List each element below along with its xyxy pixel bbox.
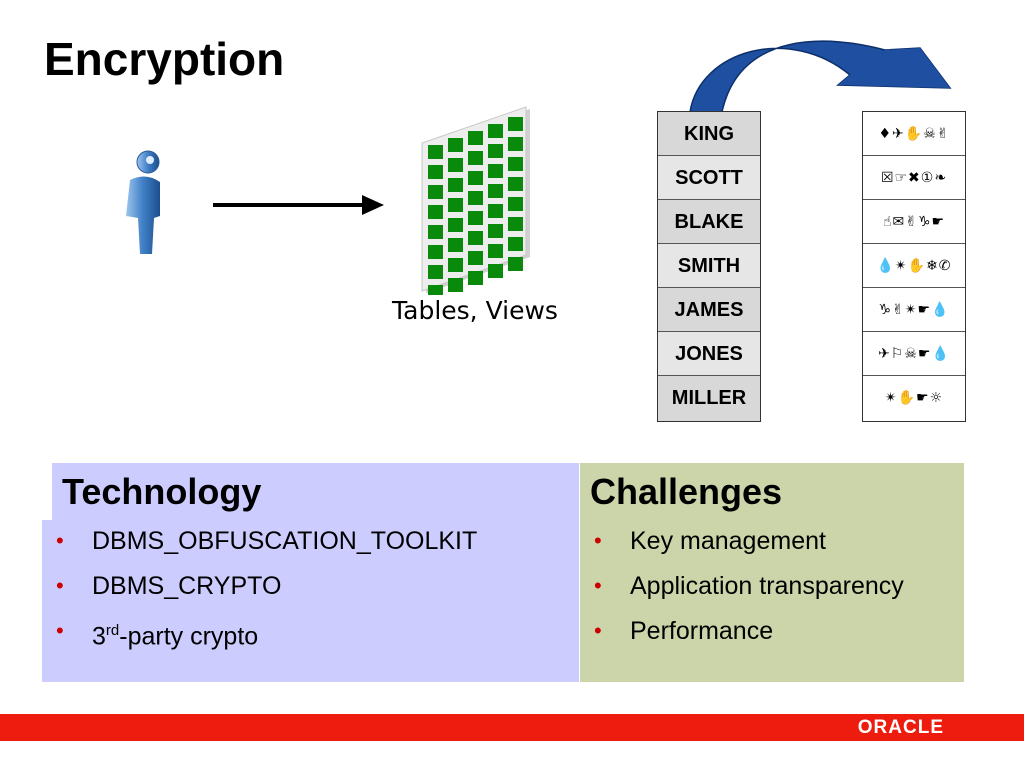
- page-title: Encryption: [44, 33, 285, 85]
- grid-cell: [468, 131, 483, 145]
- user-icon: [126, 150, 160, 254]
- grid-cell: [508, 137, 523, 151]
- cipher-cell: ♑✌✴☛💧: [863, 288, 965, 332]
- grid-cell: [428, 245, 443, 259]
- grid-cell: [448, 178, 463, 192]
- name-cell: JAMES: [658, 288, 760, 332]
- technology-title: Technology: [62, 471, 262, 512]
- grid-cell: [448, 158, 463, 172]
- grid-cell: [508, 157, 523, 171]
- grid-cell: [488, 224, 503, 238]
- cipher-cell: ♦✈✋☠✌: [863, 112, 965, 156]
- grid-cell: [488, 244, 503, 258]
- grid-cell: [468, 271, 483, 285]
- technology-header: Technology: [52, 463, 579, 520]
- bullet: •: [56, 618, 64, 643]
- grid-cell: [508, 257, 523, 271]
- list-item: •Performance: [594, 617, 774, 645]
- table-grid-icon: [421, 106, 530, 295]
- tables-views-label: Tables, Views: [392, 296, 558, 325]
- grid-cell: [428, 205, 443, 219]
- list-item: •Key management: [594, 527, 826, 555]
- grid-cell: [488, 144, 503, 158]
- grid-cell: [468, 231, 483, 245]
- challenges-title: Challenges: [590, 471, 783, 512]
- grid-cell: [468, 251, 483, 265]
- ciphertext-column: ♦✈✋☠✌☒☞✖①❧☝✉✌♑☛💧✴✋❄✆♑✌✴☛💧✈⚐☠☛💧✴✋☛☼: [862, 111, 966, 422]
- grid-cell: [468, 171, 483, 185]
- cipher-cell: ☝✉✌♑☛: [863, 200, 965, 244]
- list-item: •Application transparency: [594, 572, 904, 600]
- name-cell: KING: [658, 112, 760, 156]
- oracle-logo: ORACLE: [857, 717, 944, 738]
- bullet: •: [56, 573, 64, 598]
- grid-cell: [448, 258, 463, 272]
- name-cell: SMITH: [658, 244, 760, 288]
- grid-cell: [428, 165, 443, 179]
- grid-cell: [488, 124, 503, 138]
- grid-cell: [488, 204, 503, 218]
- bullet: •: [56, 528, 64, 553]
- list-item: •3rd-party crypto: [56, 618, 259, 651]
- grid-cell: [448, 278, 463, 292]
- challenges-panel: •Key management •Application transparenc…: [580, 520, 964, 682]
- flow-arrow: [213, 203, 365, 207]
- challenges-header: Challenges: [580, 463, 964, 520]
- grid-cell: [508, 197, 523, 211]
- grid-cell: [448, 238, 463, 252]
- bullet: •: [594, 573, 602, 598]
- list-item: •DBMS_CRYPTO: [56, 572, 282, 600]
- challenges-list: •Key management •Application transparenc…: [594, 526, 904, 661]
- grid-cell: [428, 185, 443, 199]
- bullet: •: [594, 618, 602, 643]
- cipher-cell: 💧✴✋❄✆: [863, 244, 965, 288]
- footer-bar: ORACLE: [0, 714, 1024, 741]
- name-cell: SCOTT: [658, 156, 760, 200]
- list-item: •DBMS_OBFUSCATION_TOOLKIT: [56, 527, 478, 555]
- grid-cell: [448, 198, 463, 212]
- cipher-cell: ☒☞✖①❧: [863, 156, 965, 200]
- grid-cell: [468, 211, 483, 225]
- encrypt-curve-arrow: [689, 40, 952, 113]
- name-cell: JONES: [658, 332, 760, 376]
- grid-cell: [488, 184, 503, 198]
- grid-cell: [428, 225, 443, 239]
- grid-cell: [448, 138, 463, 152]
- grid-cell: [428, 285, 443, 295]
- grid-cell: [488, 264, 503, 278]
- grid-cell: [508, 177, 523, 191]
- technology-list: •DBMS_OBFUSCATION_TOOLKIT •DBMS_CRYPTO •…: [56, 526, 477, 661]
- bullet: •: [594, 528, 602, 553]
- grid-cell: [468, 191, 483, 205]
- grid-cell: [428, 265, 443, 279]
- grid-cell: [428, 145, 443, 159]
- name-cell: MILLER: [658, 376, 760, 421]
- flow-arrow-head: [362, 195, 384, 215]
- technology-panel: •DBMS_OBFUSCATION_TOOLKIT •DBMS_CRYPTO •…: [42, 520, 579, 682]
- grid-cell: [508, 237, 523, 251]
- cipher-cell: ✴✋☛☼: [863, 376, 965, 421]
- cipher-cell: ✈⚐☠☛💧: [863, 332, 965, 376]
- grid-cell: [488, 164, 503, 178]
- name-cell: BLAKE: [658, 200, 760, 244]
- grid-cell: [468, 151, 483, 165]
- grid-cell: [448, 218, 463, 232]
- grid-cell: [508, 217, 523, 231]
- grid-cell: [508, 117, 523, 131]
